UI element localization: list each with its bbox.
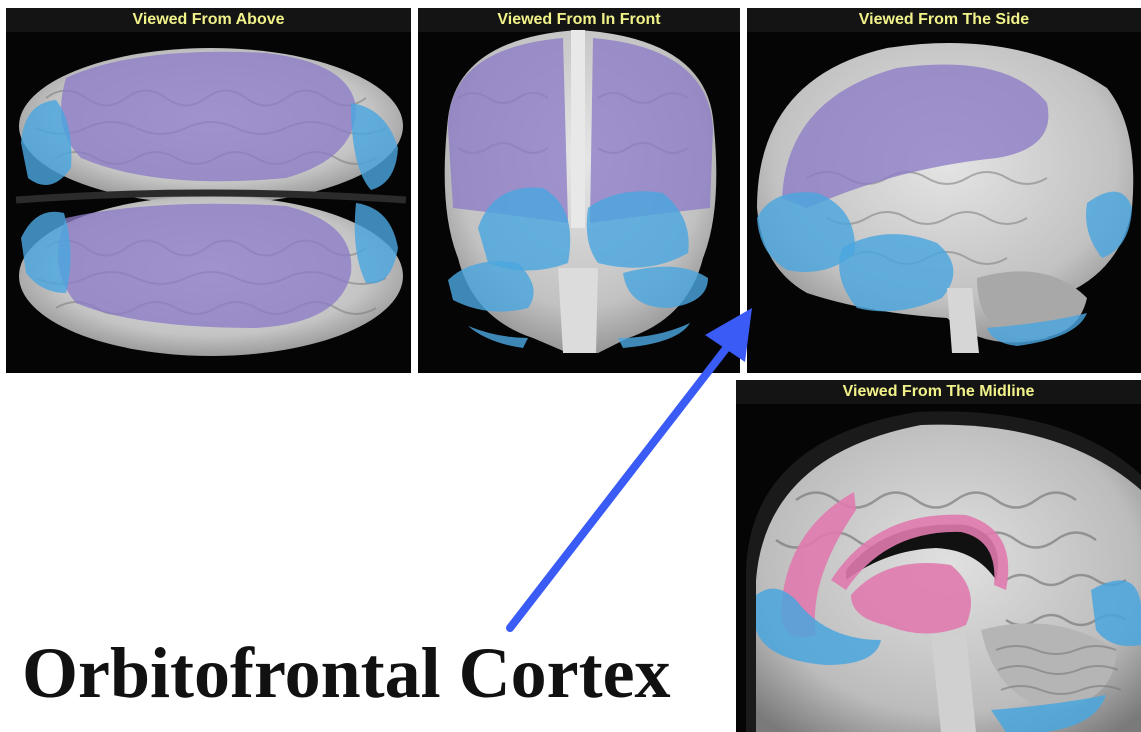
brain-side-view-image (747, 8, 1141, 373)
panel-front: Viewed From In Front (418, 8, 740, 373)
panel-midline: Viewed From The Midline (736, 380, 1141, 732)
panel-side: Viewed From The Side (747, 8, 1141, 373)
panel-above: Viewed From Above (6, 8, 411, 373)
brain-midline-view-image (736, 380, 1141, 732)
brain-top-view-image (6, 8, 411, 373)
orbitofrontal-cortex-label: Orbitofrontal Cortex (22, 628, 742, 718)
brain-front-view-image (418, 8, 740, 373)
